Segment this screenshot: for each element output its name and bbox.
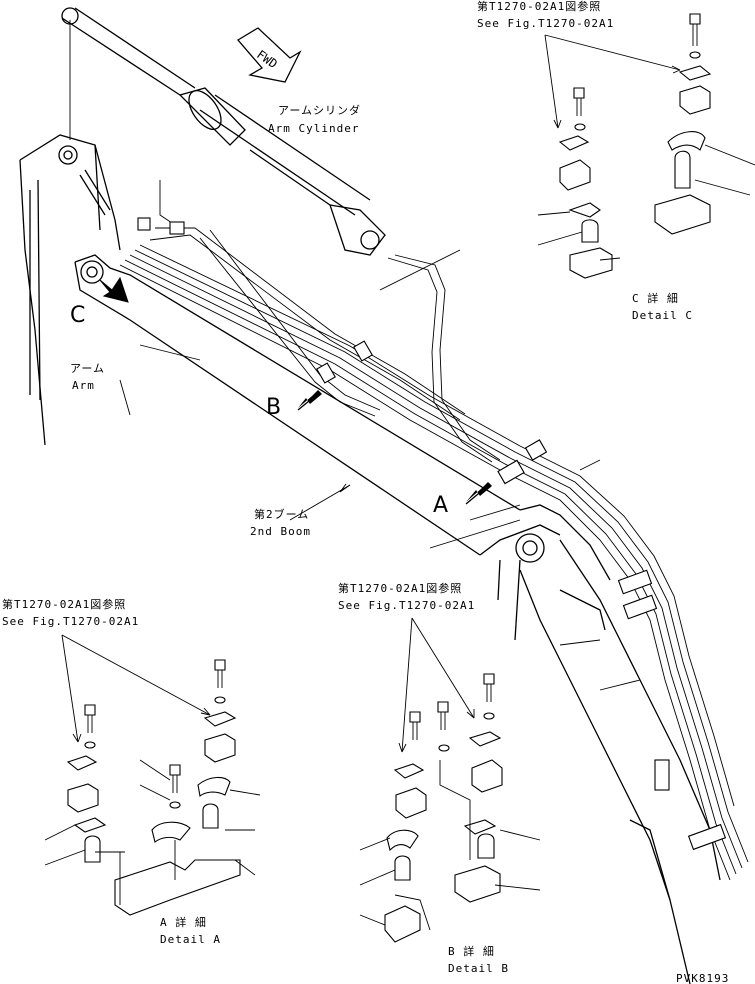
boom-label-jp: 第2ブーム [254, 507, 309, 521]
view-markers: C B A [70, 276, 492, 518]
detail-b-ref-jp: 第T1270-02A1図参照 [338, 581, 462, 595]
detail-a-ref-en: See Fig.T1270-02A1 [2, 615, 139, 628]
fwd-arrow: FWD [237, 27, 302, 83]
detail-c-ref-jp: 第T1270-02A1図参照 [477, 0, 601, 13]
arm-label-jp: アーム [70, 362, 105, 375]
detail-c: 第T1270-02A1図参照 See Fig.T1270-02A1 C 詳 細 … [477, 0, 755, 322]
detail-c-ref-en: See Fig.T1270-02A1 [477, 17, 614, 30]
detail-b: 第T1270-02A1図参照 See Fig.T1270-02A1 B 詳 細 … [338, 581, 541, 975]
second-boom [74, 254, 721, 984]
view-c-label: C [70, 303, 85, 328]
detail-a: 第T1270-02A1図参照 See Fig.T1270-02A1 A 詳 細 … [2, 597, 261, 946]
arm-cylinder-label-en: Arm Cylinder [268, 122, 359, 135]
detail-a-title-jp: A 詳 細 [160, 915, 207, 929]
view-b-label: B [266, 395, 281, 420]
detail-c-title-en: Detail C [632, 309, 693, 322]
detail-a-ref-jp: 第T1270-02A1図参照 [2, 597, 126, 611]
detail-a-title-en: Detail A [160, 933, 221, 946]
leader-lines [69, 20, 641, 691]
detail-b-title-en: Detail B [448, 962, 509, 975]
hydraulic-piping [119, 180, 749, 881]
arm-label-en: Arm [72, 379, 95, 392]
detail-c-title-jp: C 詳 細 [632, 291, 679, 305]
detail-b-title-jp: B 詳 細 [448, 944, 495, 958]
arm-cylinder [61, 7, 386, 256]
boom-label-en: 2nd Boom [250, 525, 311, 538]
view-a-label: A [433, 493, 448, 518]
fwd-label: FWD [254, 47, 280, 71]
arm-cylinder-label-jp: アームシリンダ [278, 103, 361, 117]
detail-b-ref-en: See Fig.T1270-02A1 [338, 599, 475, 612]
arm [19, 134, 121, 446]
drawing-code: PVK8193 [676, 972, 729, 984]
